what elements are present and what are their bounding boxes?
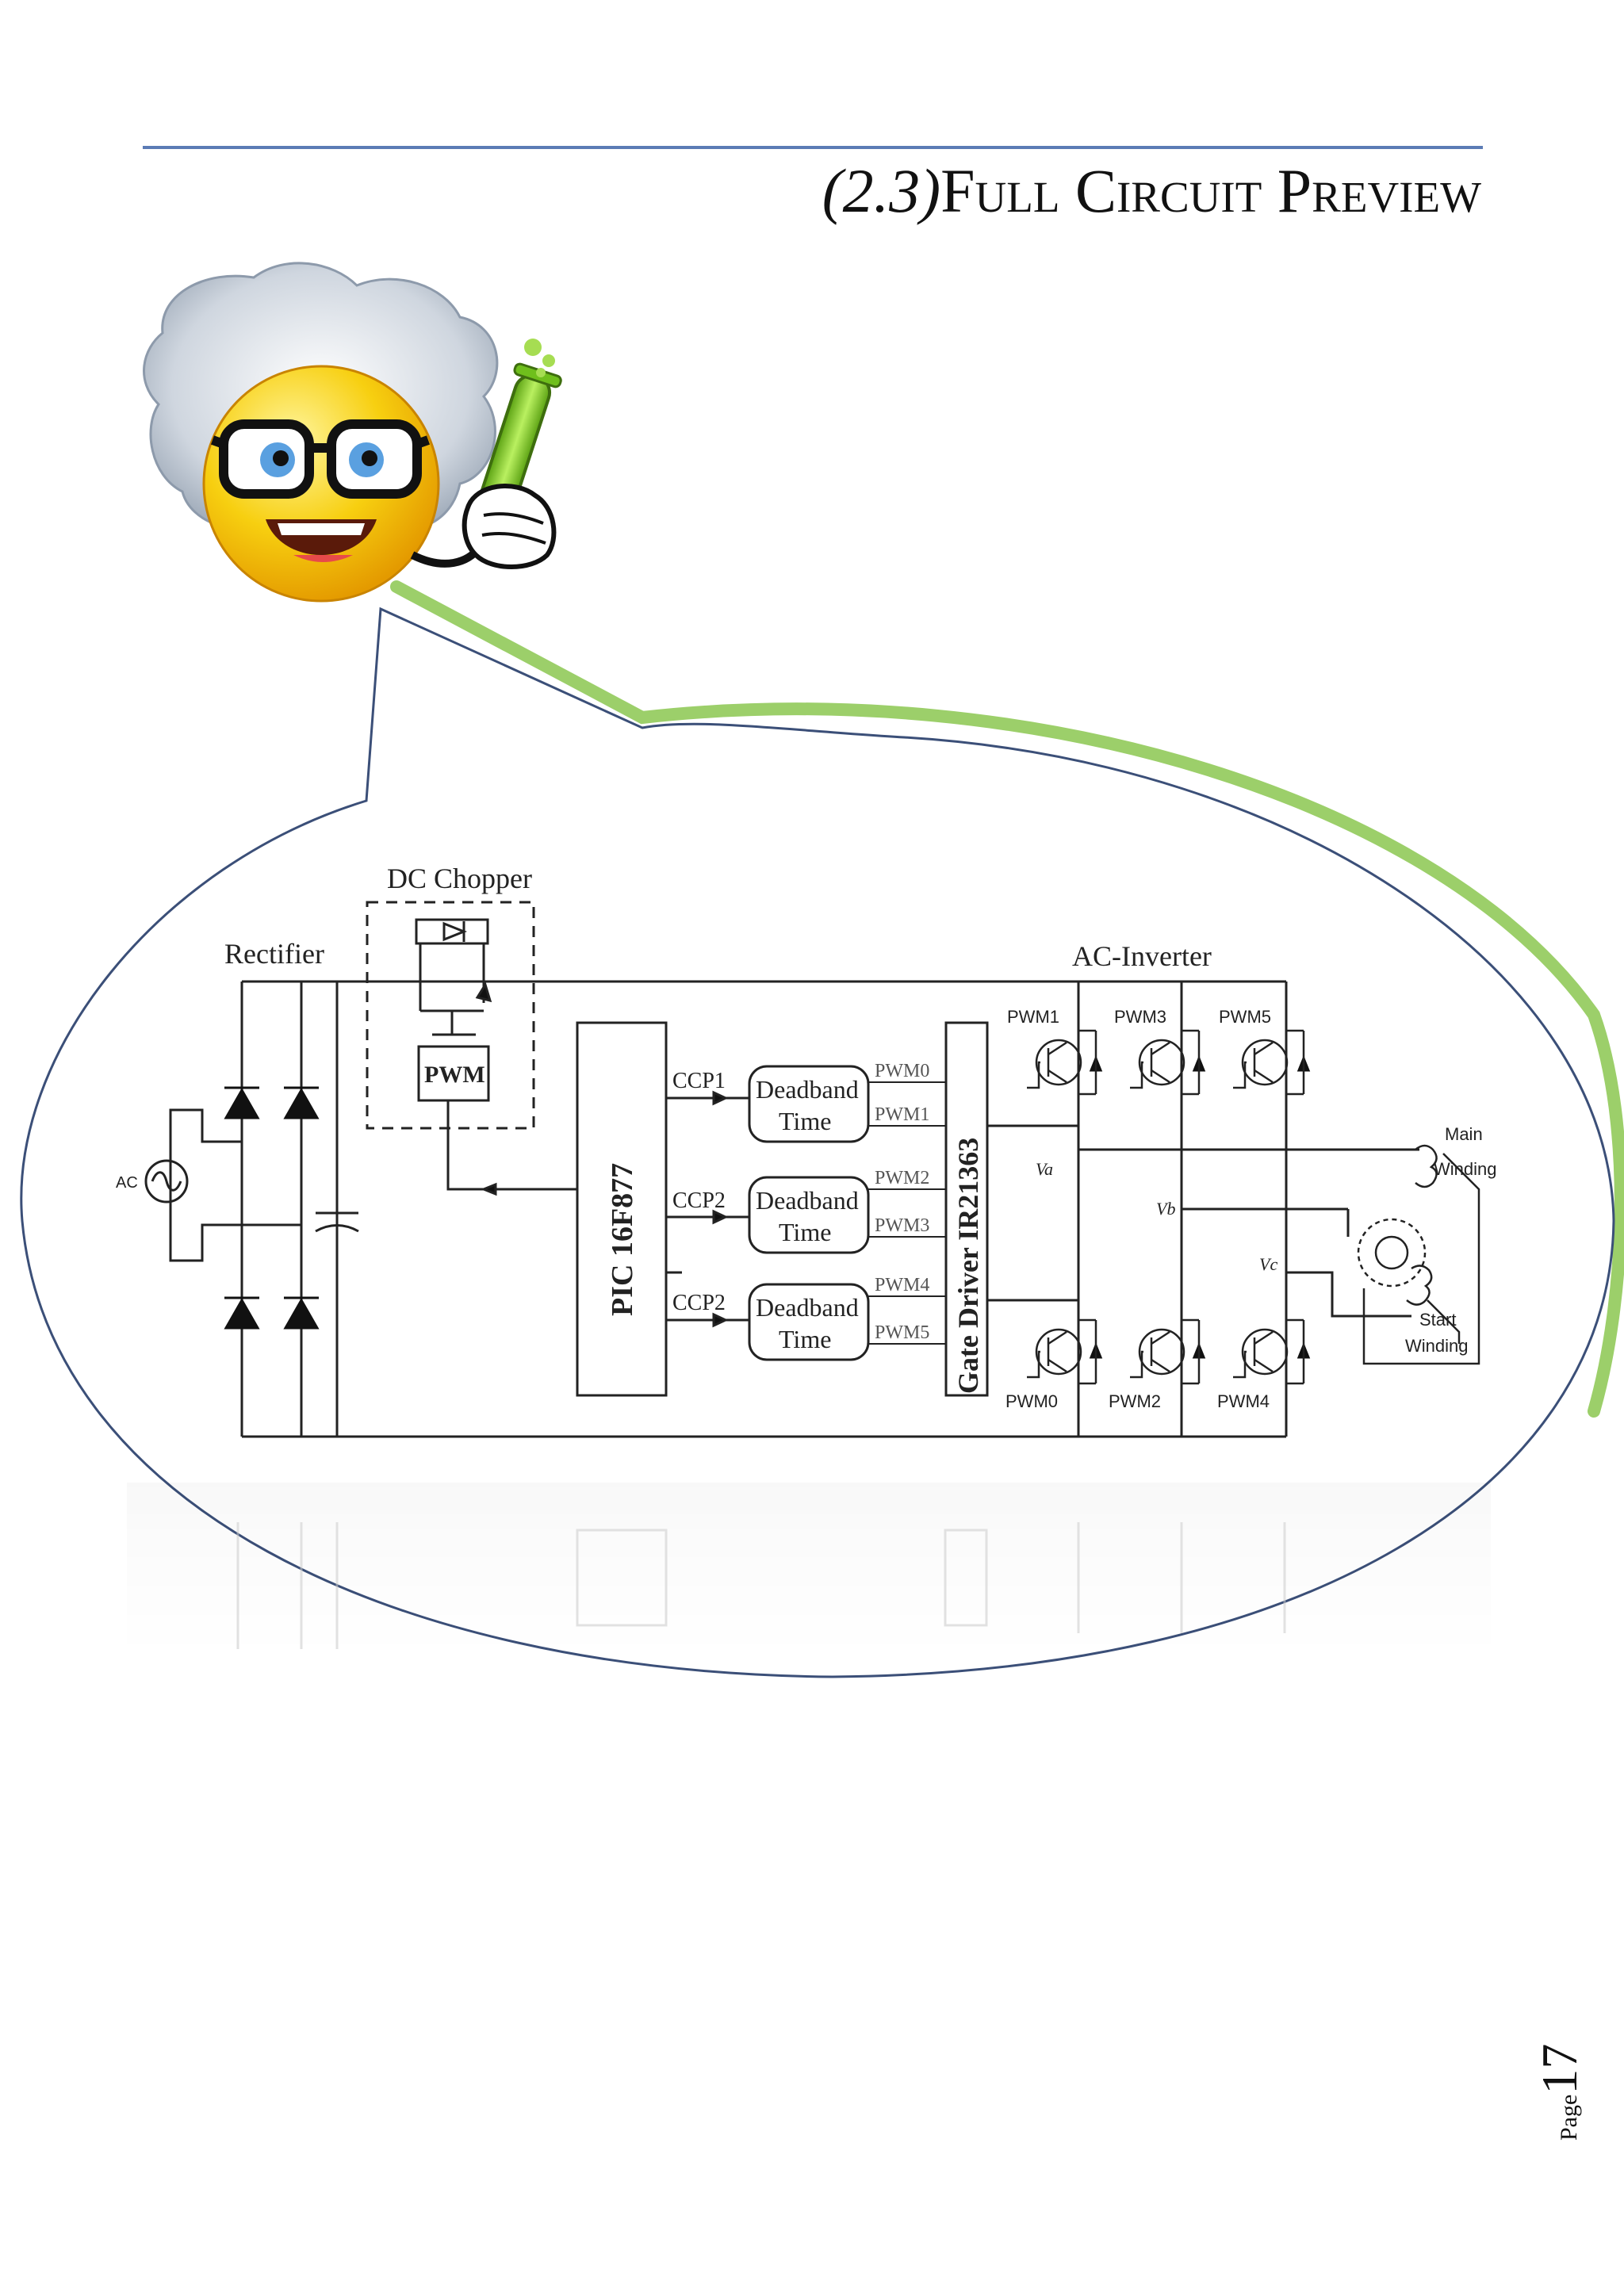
label-chopper-pwm: PWM xyxy=(424,1062,485,1088)
label-ac-source: AC xyxy=(116,1174,138,1192)
label-vc: Vc xyxy=(1259,1254,1277,1274)
deadband-box-2 xyxy=(748,1176,870,1254)
label-main-winding-2: Winding xyxy=(1434,1159,1496,1179)
label-rectifier: Rectifier xyxy=(224,938,324,970)
label-sw-pwm5: PWM5 xyxy=(1219,1007,1271,1027)
inverter-bridge xyxy=(987,982,1419,1437)
label-pwm5-in: PWM5 xyxy=(875,1322,929,1343)
header-rule xyxy=(143,146,1483,149)
label-deadband-2a: Deadband xyxy=(756,1186,859,1215)
deadband-box-3 xyxy=(748,1283,870,1361)
page-number-value: 17 xyxy=(1531,2043,1588,2095)
pic-mcu-box xyxy=(576,1021,668,1397)
label-deadband-3b: Time xyxy=(779,1325,831,1353)
label-deadband-3a: Deadband xyxy=(756,1293,859,1322)
label-sw-pwm1: PWM1 xyxy=(1007,1007,1059,1027)
motor xyxy=(1357,1144,1480,1365)
label-gate-driver: Gate Driver IR21363 xyxy=(952,1138,984,1394)
motor-rotor xyxy=(1357,1218,1427,1288)
label-start-winding-2: Winding xyxy=(1405,1336,1468,1356)
label-deadband-2b: Time xyxy=(779,1218,831,1246)
section-title: (2.3)Full Circuit Preview xyxy=(822,155,1481,227)
scientist-mascot-icon xyxy=(143,262,562,603)
label-vb: Vb xyxy=(1156,1199,1175,1219)
speech-bubble-shadow xyxy=(390,580,1624,1418)
label-sw-pwm2: PWM2 xyxy=(1109,1391,1161,1411)
label-va: Va xyxy=(1036,1159,1053,1179)
label-pwm1-in: PWM1 xyxy=(875,1104,929,1125)
page-label: Page xyxy=(1556,2094,1582,2141)
gate-driver-box xyxy=(944,1021,989,1397)
label-deadband-1a: Deadband xyxy=(756,1075,859,1104)
ac-source xyxy=(144,1108,301,1262)
dc-chopper-box xyxy=(366,901,535,1130)
rectifier-diodes xyxy=(224,1086,320,1330)
chopper-pwm-box xyxy=(417,1045,490,1102)
label-ccp2: CCP2 xyxy=(672,1188,726,1213)
page-number: Page17 xyxy=(1530,2030,1594,2156)
label-start-winding-1: Start xyxy=(1419,1310,1456,1330)
label-ccp1: CCP1 xyxy=(672,1069,726,1093)
label-ccp2b: CCP2 xyxy=(672,1291,726,1315)
section-title-text: Full Circuit Preview xyxy=(940,156,1481,225)
circuit-diagram xyxy=(144,901,1480,1438)
label-sw-pwm4: PWM4 xyxy=(1217,1391,1270,1411)
section-number: (2.3) xyxy=(822,156,941,225)
label-pwm4-in: PWM4 xyxy=(875,1275,929,1295)
label-pwm2-in: PWM2 xyxy=(875,1168,929,1188)
label-dc-chopper: DC Chopper xyxy=(387,863,532,894)
label-pwm0-in: PWM0 xyxy=(875,1061,929,1081)
label-ac-inverter: AC-Inverter xyxy=(1072,940,1212,972)
label-pic-mcu: PIC 16F877 xyxy=(606,1163,639,1316)
label-sw-pwm3: PWM3 xyxy=(1114,1007,1166,1027)
deadband-box-1 xyxy=(748,1065,870,1143)
ac-source-symbol xyxy=(144,1159,189,1203)
chopper-switch xyxy=(337,918,534,1036)
label-pwm3-in: PWM3 xyxy=(875,1215,929,1236)
label-main-winding-1: Main xyxy=(1445,1124,1483,1144)
circuit-reflection xyxy=(127,1483,1491,1665)
label-deadband-1b: Time xyxy=(779,1107,831,1135)
label-sw-pwm0: PWM0 xyxy=(1005,1391,1058,1411)
dc-link-capacitor xyxy=(315,1211,359,1233)
